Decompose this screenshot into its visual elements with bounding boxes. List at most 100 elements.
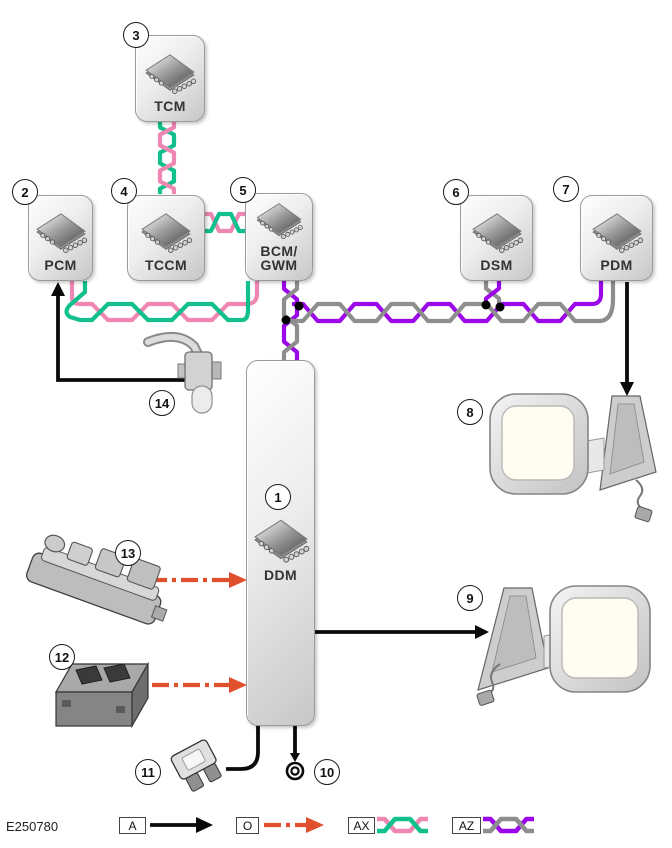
legend-az-strand-purple [483,816,534,834]
legend-az-strand-gray [483,816,534,834]
callout-5-bcm-gwm: 5 [230,177,256,203]
power-wires [56,282,629,827]
module-label-line: BCM/ [260,242,298,259]
az-bus-strand-gray [292,281,616,324]
mirror-glass [501,405,575,481]
module-label: PCM [44,257,77,274]
arrowhead [229,572,247,588]
ax-pair-tccm-bcm-strand-green [205,211,245,234]
arrowhead [196,817,213,833]
callout-4-tccm: 4 [111,178,137,204]
ground-symbol [285,761,305,781]
legend-code-power: A [119,817,146,834]
ax-pair-tcm-strand-pink [157,122,177,194]
switch-clip [62,700,71,707]
legend-code-network-ax: AX [348,817,375,834]
module-pdm: PDM [580,195,653,281]
callout-12-mirror-switch: 12 [49,644,75,670]
callout-3-tcm: 3 [123,22,149,48]
module-tccm: TCCM [127,195,205,281]
legend-code-hardwired: O [236,817,259,834]
hardwired-arrows [150,577,308,828]
module-tcm: TCM [135,35,205,122]
chip-icon [254,519,309,563]
mirror-pigtail-connector [634,506,653,523]
power-arrowheads [51,282,634,833]
ax-bus-strand-green [64,281,251,323]
switch-rocker [75,665,103,685]
hardwired-arrowheads [229,572,324,833]
module-label: PDM [600,257,633,274]
module-dsm: DSM [460,195,533,281]
az-bus-strand-purple [292,281,604,324]
arrowhead [475,625,489,639]
chip-icon [141,213,193,254]
callout-7-pdm: 7 [553,176,579,202]
mirror-bracket-inner [491,595,537,673]
arrowhead [306,817,324,833]
component-passenger-mirror [489,393,657,523]
callout-10-ground: 10 [314,759,340,785]
callout-8-passenger-mirror: 8 [457,399,483,425]
ground-outer-ring [285,761,305,781]
chip-icon [145,54,197,95]
component-window-control-switch [26,534,168,625]
legend-code-network-az: AZ [452,817,481,834]
figure-id: E250780 [6,819,59,834]
switch-tab [150,605,168,622]
ground-inner-ring [290,766,300,776]
switch-clip [116,706,125,713]
network-twisted-pairs [64,122,616,834]
switch-knob [44,534,66,553]
switch-button [126,558,161,590]
component-mirror-switch [54,661,150,729]
mirror-bracket-inner [609,403,645,475]
power-wire-connector-to-pcm [56,293,190,382]
chip-icon [472,213,523,254]
junction-dot [481,300,491,310]
arrowhead [51,282,65,296]
arrowhead [290,753,300,762]
ax-pair-tcm-strand-green [157,122,177,194]
chip-icon [36,213,87,254]
chip-icon [592,213,643,254]
fuse-leg [185,772,204,792]
arrowhead [620,382,634,396]
module-pcm: PCM [28,195,93,281]
legend-ax-strand-green [377,816,428,834]
switch-button [66,541,93,566]
module-ddm: DDM [246,360,315,726]
module-label: DDM [263,567,298,583]
junction-dot [294,301,304,311]
legend-ax-strand-pink [377,816,428,834]
junction-dots [281,300,505,325]
chip-icon [256,202,303,239]
callout-11-fuse: 11 [135,759,161,785]
connector-body [184,351,213,391]
switch-rocker [103,663,131,683]
junction-dot [495,302,505,312]
module-label: DSM [480,257,513,274]
callout-6-dsm: 6 [443,179,469,205]
fuse-window [181,748,206,771]
callout-13-window-switch: 13 [115,540,141,566]
mirror-pigtail-wire [635,479,645,511]
mirror-pigtail-connector [476,689,495,706]
component-in-line-connector [143,331,222,414]
fuse-leg [203,763,222,783]
callout-1-ddm: 1 [265,484,291,510]
arrowhead [229,677,247,693]
junction-dot [281,315,291,325]
power-wire-ddm-to-fuse [226,725,260,771]
ax-pair-tccm-bcm-strand-pink [205,211,245,234]
module-label-line: GWM [260,257,298,274]
callout-2-pcm: 2 [12,179,38,205]
az-pair-bcm-ddm-strand-gray [281,281,300,360]
connector-tube-highlight [145,333,204,363]
module-label: TCM [154,98,186,115]
module-label: TCCM [144,257,188,274]
component-fuse [170,739,222,792]
connector-capsule [191,385,213,414]
